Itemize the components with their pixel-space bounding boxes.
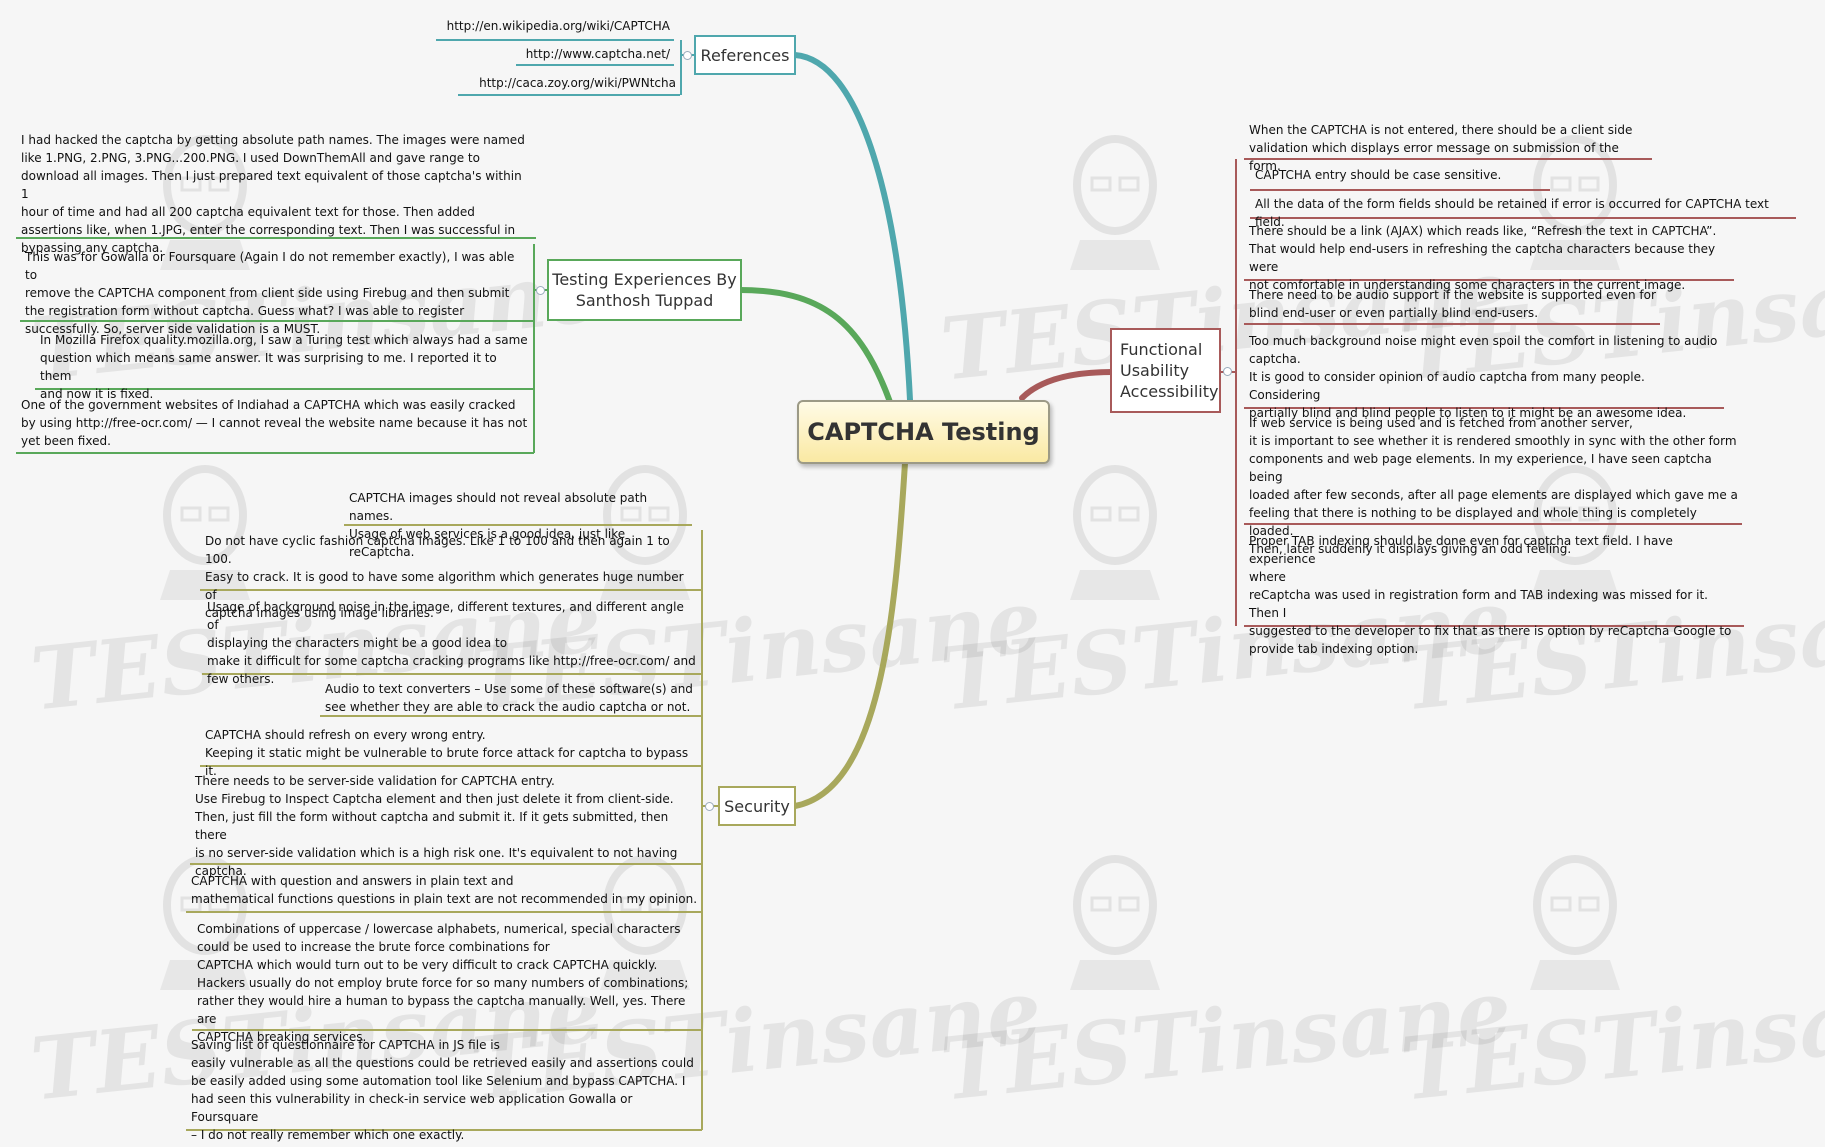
security-leaf[interactable]: CAPTCHA with question and answers in pla… — [191, 874, 698, 906]
security-leaf[interactable]: Combinations of uppercase / lowercase al… — [197, 922, 689, 1044]
central-topic[interactable]: CAPTCHA Testing — [797, 400, 1050, 464]
security-leaf[interactable]: Audio to text converters – Use some of t… — [325, 682, 693, 714]
collapse-references-icon[interactable] — [683, 51, 692, 60]
functional-leaf[interactable]: If web service is being used and is fetc… — [1249, 416, 1738, 556]
branch-security — [792, 460, 908, 809]
functional-leaf[interactable]: Proper TAB indexing should be done even … — [1249, 534, 1732, 656]
testing-leaf[interactable]: This was for Gowalla or Foursquare (Agai… — [25, 250, 515, 336]
testing-leaf[interactable]: I had hacked the captcha by getting abso… — [21, 133, 525, 255]
functional-leaf[interactable]: CAPTCHA entry should be case sensitive. — [1255, 168, 1502, 182]
security-leaf[interactable]: CAPTCHA should refresh on every wrong en… — [205, 728, 689, 778]
functional-leaf[interactable]: When the CAPTCHA is not entered, there s… — [1249, 123, 1633, 173]
topic-references-label: References — [700, 45, 790, 65]
references-leaf[interactable]: http://caca.zoy.org/wiki/PWNtcha — [479, 76, 676, 90]
security-leaf[interactable]: Usage of background noise in the image, … — [207, 600, 696, 686]
functional-leaf[interactable]: There should be a link (AJAX) which read… — [1249, 224, 1717, 292]
topic-functional[interactable]: Functional Usability Accessibility — [1110, 328, 1221, 413]
references-leaf[interactable]: http://en.wikipedia.org/wiki/CAPTCHA — [446, 19, 670, 33]
collapse-functional-icon[interactable] — [1223, 367, 1232, 376]
topic-security-label: Security — [724, 796, 790, 816]
functional-leaf[interactable]: There need to be audio support if the we… — [1249, 288, 1656, 320]
branch-references — [792, 52, 913, 403]
collapse-security-icon[interactable] — [705, 802, 714, 811]
branch-functional — [1019, 369, 1115, 401]
topic-testing-label: Testing Experiences By Santhosh Tuppad — [552, 270, 737, 310]
topic-testing[interactable]: Testing Experiences By Santhosh Tuppad — [547, 259, 742, 321]
topic-security[interactable]: Security — [718, 786, 796, 826]
topic-references[interactable]: References — [694, 35, 796, 75]
topic-functional-label: Functional Usability Accessibility — [1120, 340, 1219, 401]
security-leaf[interactable]: CAPTCHA images should not reveal absolut… — [349, 491, 648, 559]
testing-leaf[interactable]: In Mozilla Firefox quality.mozilla.org, … — [40, 333, 528, 401]
security-leaf[interactable]: There needs to be server-side validation… — [195, 774, 678, 878]
central-topic-label: CAPTCHA Testing — [807, 418, 1040, 446]
references-leaf[interactable]: http://www.captcha.net/ — [525, 47, 670, 61]
functional-leaf[interactable]: Too much background noise might even spo… — [1249, 334, 1718, 420]
branch-testing — [737, 287, 893, 405]
collapse-testing-icon[interactable] — [536, 286, 545, 295]
security-leaf[interactable]: Do not have cyclic fashion captcha image… — [205, 534, 684, 620]
testing-leaf[interactable]: One of the government websites of Indiah… — [21, 398, 528, 448]
security-leaf[interactable]: Saving list of questionnaire for CAPTCHA… — [191, 1038, 694, 1142]
functional-leaf[interactable]: All the data of the form fields should b… — [1255, 197, 1769, 229]
